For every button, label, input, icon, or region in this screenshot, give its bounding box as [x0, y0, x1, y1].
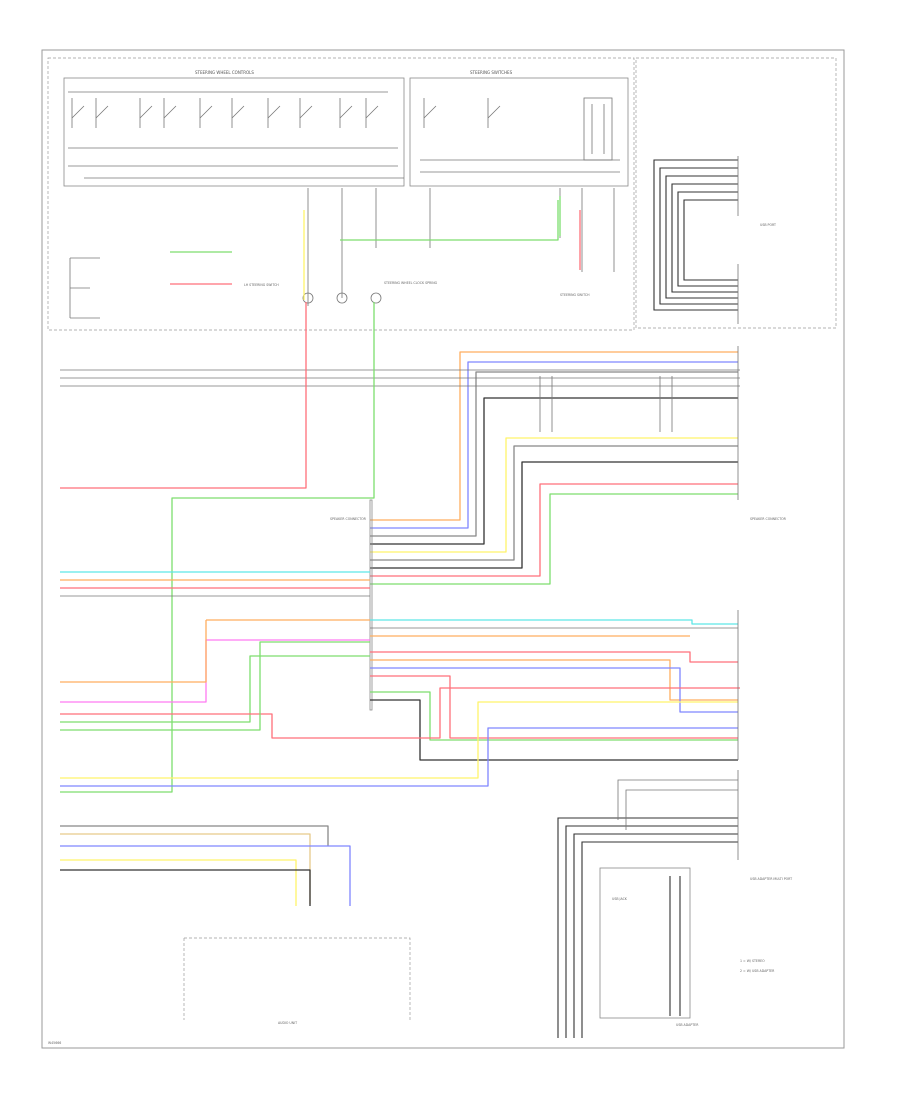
audio-unit-block: AUDIO UNIT: [60, 825, 411, 1025]
red-wire: [60, 302, 307, 489]
usb-jack-label: USB JACK: [612, 897, 628, 901]
steering-wheel-controls-label: STEERING WHEEL CONTROLS: [195, 70, 254, 75]
green-wire-top: [340, 200, 559, 241]
steering-wheel-controls-block: STEERING WHEEL CONTROLS STEERING SWITCHE…: [47, 57, 635, 331]
rear-speaker-connector-label: SPEAKER CONNECTOR: [330, 517, 367, 521]
usb-adapter-block: USB ADAPTER MULTI PORT USB JACK 1 = W/ S…: [557, 770, 792, 1038]
figure-code: W45666: [48, 1041, 61, 1045]
legend-1: 1 = W/ STEREO: [740, 959, 765, 963]
green-wire-left: [60, 302, 375, 793]
left-steering-switch-label: LH STEERING SWITCH: [244, 283, 279, 287]
rear-speaker-wiring: [60, 610, 740, 787]
upper-speaker-wiring: SPEAKER CONNECTOR: [370, 346, 787, 585]
legend-2: 2 = W/ USB ADAPTER: [740, 969, 775, 973]
left-input-lines: [60, 369, 740, 387]
front-speaker-connector-label: SPEAKER CONNECTOR: [750, 517, 787, 521]
diagram-frame: [41, 49, 845, 1049]
speaker-connector-bar: [369, 499, 373, 711]
usb-adapter-label: USB ADAPTER: [676, 1023, 699, 1027]
clock-spring-label: STEERING WHEEL CLOCK SPRING: [384, 281, 438, 285]
usb-adapter-multi-port-label: USB ADAPTER MULTI PORT: [750, 877, 792, 881]
usb-port-label: USB PORT: [760, 223, 776, 227]
usb-port-block: USB PORT: [635, 57, 837, 329]
middle-left-wiring: [60, 571, 370, 597]
audio-unit-label: AUDIO UNIT: [278, 1021, 297, 1025]
steering-switches-label: STEERING SWITCHES: [470, 70, 513, 75]
steering-switch-assembly-label: STEERING SWITCH: [560, 293, 590, 297]
